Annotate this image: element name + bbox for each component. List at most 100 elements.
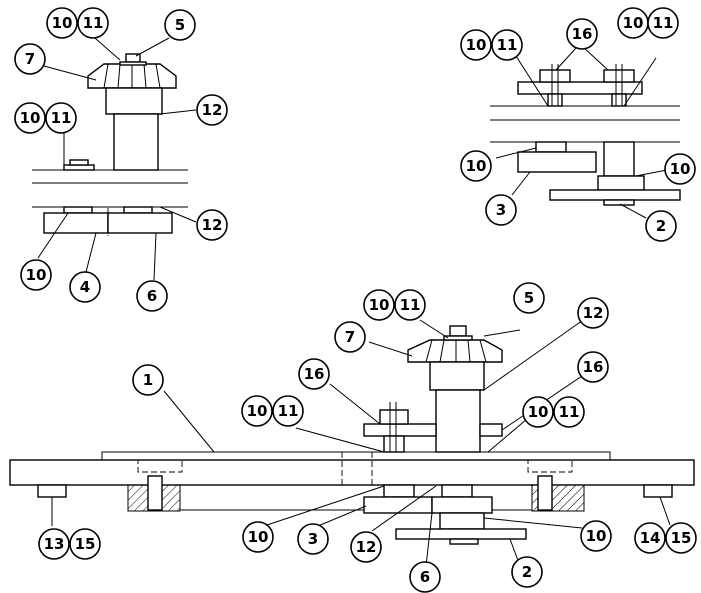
- top-left-view: [32, 53, 188, 236]
- svg-text:2: 2: [656, 217, 666, 235]
- svg-text:3: 3: [496, 201, 506, 219]
- callout-2: 2: [511, 556, 543, 588]
- svg-text:1: 1: [143, 371, 153, 389]
- svg-text:14: 14: [640, 529, 661, 547]
- svg-text:15: 15: [671, 529, 692, 547]
- svg-text:4: 4: [80, 278, 90, 296]
- callout-11: 11: [272, 395, 304, 427]
- svg-text:7: 7: [25, 50, 35, 68]
- callout-12: 12: [577, 297, 609, 329]
- spacer-part-12: [105, 87, 163, 115]
- callout-10: 10: [14, 102, 46, 134]
- svg-text:10: 10: [623, 14, 644, 32]
- callout-11: 11: [491, 29, 523, 61]
- callout-10: 10: [460, 29, 492, 61]
- callout-12: 12: [350, 531, 382, 563]
- callout-16: 16: [298, 358, 330, 390]
- svg-text:12: 12: [356, 538, 377, 556]
- callout-2: 2: [645, 210, 677, 242]
- block-part-6-main: [431, 496, 493, 514]
- svg-text:10: 10: [670, 160, 691, 178]
- callout-3: 3: [297, 523, 329, 555]
- svg-text:13: 13: [44, 535, 65, 553]
- callout-10: 10: [617, 7, 649, 39]
- svg-text:10: 10: [369, 296, 390, 314]
- plate-part-2-main: [395, 528, 527, 540]
- svg-text:11: 11: [278, 402, 299, 420]
- svg-text:10: 10: [20, 109, 41, 127]
- block-part-3-main: [363, 496, 433, 514]
- callout-10: 10: [363, 289, 395, 321]
- callout-10: 10: [20, 259, 52, 291]
- svg-text:3: 3: [308, 530, 318, 548]
- svg-text:11: 11: [653, 14, 674, 32]
- block-part-4: [43, 212, 109, 234]
- block-part-6: [107, 212, 173, 234]
- clamp-part-16-right: [479, 423, 503, 437]
- svg-text:16: 16: [304, 365, 325, 383]
- callout-6: 6: [409, 561, 441, 593]
- callout-16: 16: [577, 351, 609, 383]
- callout-10: 10: [460, 150, 492, 182]
- callout-7: 7: [14, 43, 46, 75]
- svg-text:11: 11: [497, 36, 518, 54]
- callout-13: 13: [38, 528, 70, 560]
- callout-6: 6: [136, 280, 168, 312]
- top-right-view: [490, 64, 681, 206]
- callout-1: 1: [132, 364, 164, 396]
- callout-14: 14: [634, 522, 666, 554]
- svg-text:10: 10: [466, 157, 487, 175]
- svg-text:16: 16: [583, 358, 604, 376]
- svg-text:6: 6: [147, 287, 157, 305]
- svg-text:5: 5: [175, 16, 185, 34]
- svg-text:6: 6: [420, 568, 430, 586]
- callout-7: 7: [334, 321, 366, 353]
- svg-text:10: 10: [466, 36, 487, 54]
- callout-12: 12: [196, 94, 228, 126]
- svg-text:12: 12: [202, 101, 223, 119]
- screw-head-5-main: [449, 325, 467, 337]
- callout-3: 3: [485, 194, 517, 226]
- callout-4: 4: [69, 271, 101, 303]
- svg-text:12: 12: [583, 304, 604, 322]
- svg-text:11: 11: [83, 14, 104, 32]
- svg-text:2: 2: [522, 563, 532, 581]
- svg-text:10: 10: [528, 403, 549, 421]
- callout-10: 10: [522, 396, 554, 428]
- svg-text:11: 11: [400, 296, 421, 314]
- svg-text:10: 10: [248, 528, 269, 546]
- svg-text:16: 16: [572, 25, 593, 43]
- callout-10: 10: [580, 520, 612, 552]
- svg-text:11: 11: [559, 403, 580, 421]
- main-assembly-view: [9, 325, 695, 545]
- foot-part-13: [37, 484, 67, 498]
- knob-part-7-main: [407, 339, 503, 363]
- callout-11: 11: [394, 289, 426, 321]
- callout-10: 10: [46, 7, 78, 39]
- base-plate-part-1: [9, 459, 695, 486]
- svg-text:10: 10: [52, 14, 73, 32]
- svg-text:7: 7: [345, 328, 355, 346]
- callout-11: 11: [647, 7, 679, 39]
- callout-12: 12: [196, 209, 228, 241]
- svg-text:10: 10: [586, 527, 607, 545]
- foot-part-14: [643, 484, 673, 498]
- spacer-part-12-main: [429, 361, 485, 391]
- clamp-part-16-left: [363, 423, 437, 437]
- svg-text:15: 15: [75, 535, 96, 553]
- block-part-3: [517, 151, 597, 173]
- svg-text:12: 12: [202, 216, 223, 234]
- clamp-part-16: [517, 81, 643, 95]
- plate-part-2: [549, 189, 681, 201]
- svg-text:5: 5: [524, 289, 534, 307]
- callout-11: 11: [553, 396, 585, 428]
- callout-15: 15: [665, 522, 697, 554]
- callout-11: 11: [45, 102, 77, 134]
- svg-text:10: 10: [26, 266, 47, 284]
- callout-10: 10: [242, 521, 274, 553]
- svg-text:10: 10: [247, 402, 268, 420]
- callout-10: 10: [664, 153, 696, 185]
- callout-5: 5: [513, 282, 545, 314]
- callout-11: 11: [77, 7, 109, 39]
